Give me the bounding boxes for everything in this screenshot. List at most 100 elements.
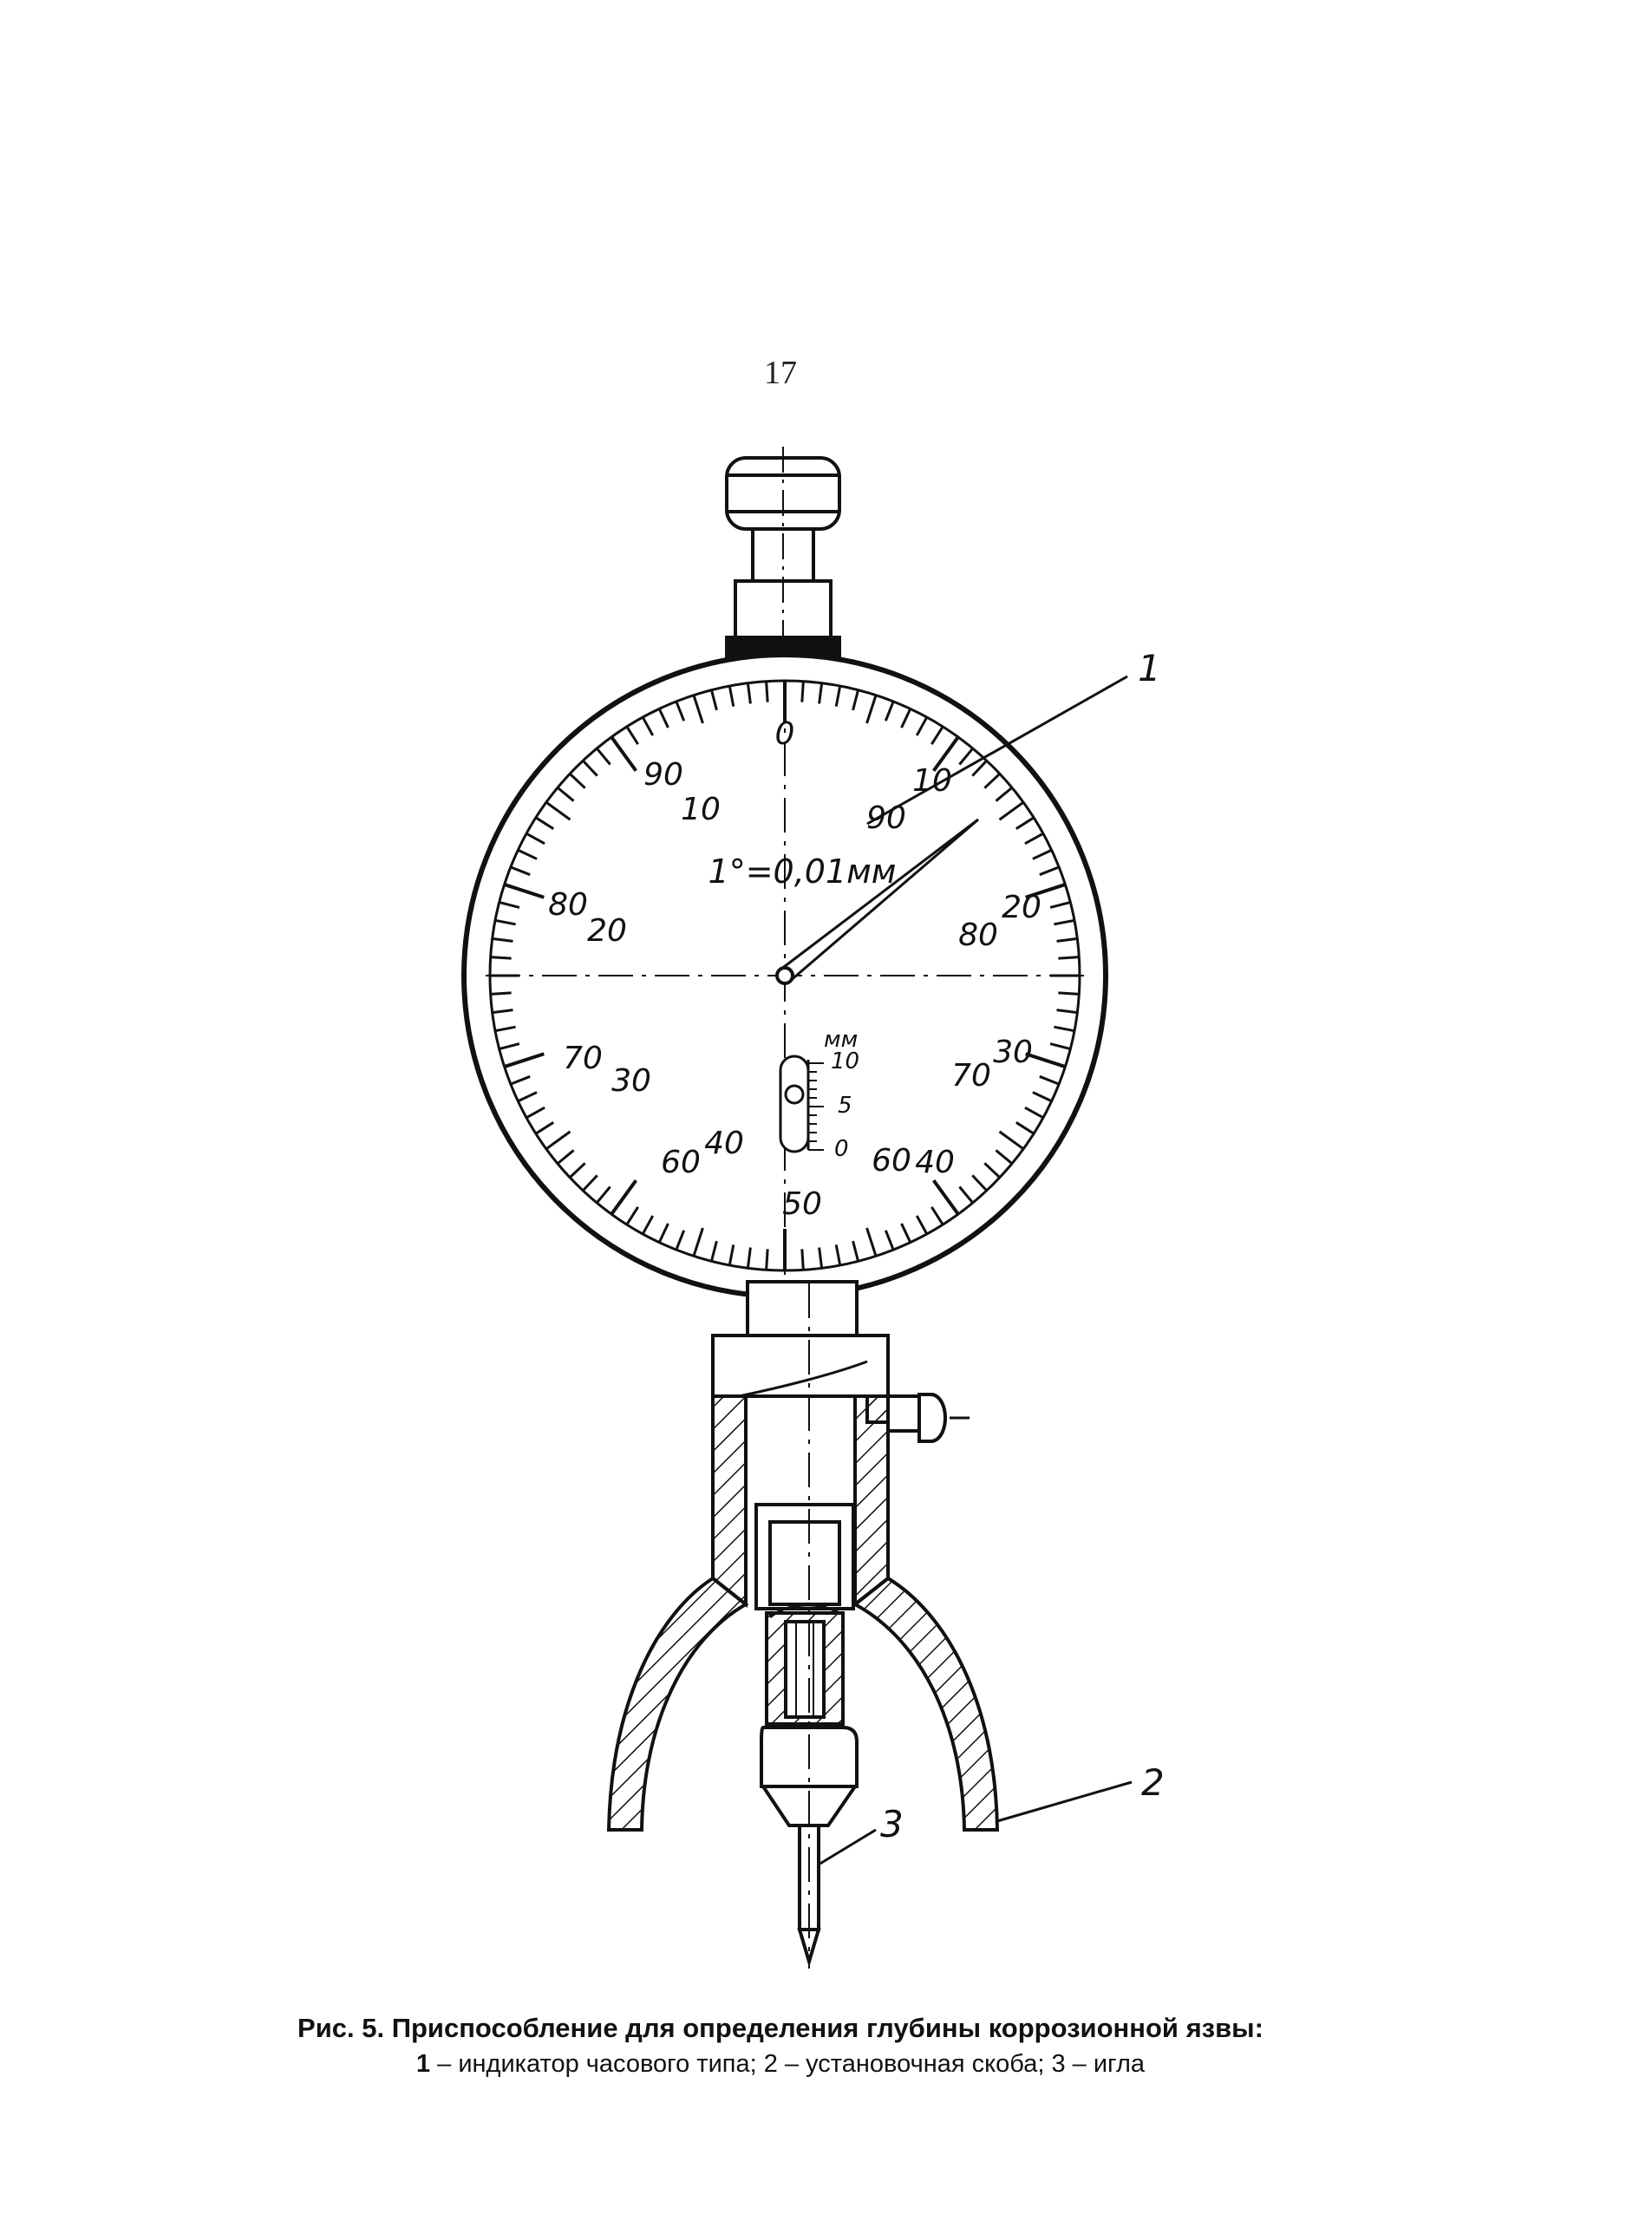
- dial-tick: [1025, 1052, 1066, 1068]
- dial-tick: [995, 787, 1013, 802]
- caption-legend: 1 – индикатор часового типа; 2 – установ…: [415, 2050, 1146, 2078]
- dial-tick: [932, 735, 960, 772]
- dial-label-40-right: 40: [915, 1145, 955, 1180]
- dial-tick: [971, 1174, 988, 1192]
- dial-tick: [958, 1185, 974, 1204]
- dial-tick: [818, 1247, 824, 1269]
- callout-1: 1: [1138, 647, 1161, 689]
- dial-tick: [834, 685, 842, 707]
- dial-tick: [499, 900, 520, 909]
- dial-tick: [1024, 1106, 1044, 1120]
- dial-label-80-right: 80: [958, 918, 998, 953]
- mm-label-0: 0: [834, 1136, 849, 1162]
- indicator-needle: [775, 818, 979, 985]
- mm-label-5: 5: [838, 1093, 852, 1119]
- dial-tick: [657, 708, 669, 728]
- dial-tick: [545, 1130, 571, 1151]
- dial-label-90-left: 90: [643, 757, 683, 793]
- dial-tick: [490, 956, 512, 960]
- dial-tick: [746, 1247, 752, 1269]
- dial-label-0: 0: [775, 716, 795, 752]
- dial-tick: [582, 760, 598, 777]
- dial-tick: [641, 716, 655, 736]
- dial-label-30-right: 30: [993, 1035, 1033, 1070]
- dial-tick: [998, 1130, 1024, 1151]
- dial-tick: [1049, 1042, 1071, 1051]
- dial-tick: [582, 1174, 598, 1192]
- dial-label-20-right: 20: [1002, 890, 1041, 925]
- dial-tick: [958, 748, 974, 766]
- dial-tick: [1024, 832, 1044, 846]
- dial-tick: [1054, 1025, 1075, 1033]
- dial-tick: [545, 800, 571, 821]
- mounting-bracket: [606, 1334, 1000, 1832]
- legend-text-2: установочная скоба: [806, 2050, 1038, 2078]
- legend-num-1: 1: [415, 2050, 431, 2078]
- dial-tick: [995, 1149, 1013, 1165]
- legend-text-1: индикатор часового типа: [458, 2050, 750, 2078]
- dial-tick: [692, 1227, 704, 1257]
- dial-tick: [641, 1215, 655, 1235]
- dial-tick: [818, 682, 824, 704]
- dial-tick: [998, 800, 1024, 821]
- dial-tick: [884, 701, 895, 722]
- dial-tick: [1039, 1074, 1060, 1086]
- dial-tick: [517, 848, 538, 860]
- legend-num-3: 3: [1051, 2050, 1066, 2078]
- scale-note: 1°=0,01мм: [708, 852, 897, 891]
- dial-tick: [930, 1206, 944, 1225]
- dial-tick: [596, 748, 611, 766]
- dial-tick: [1015, 1121, 1035, 1135]
- mm-revolution-counter: мм 10 5 0: [779, 1027, 859, 1162]
- dial-tick: [510, 865, 531, 877]
- dial-label-10-left: 10: [681, 792, 721, 827]
- figure-caption: Рис. 5. Приспособление для определения г…: [0, 2010, 1561, 2081]
- dial-tick: [915, 1215, 929, 1235]
- dial-tick: [852, 1240, 860, 1262]
- dial-tick: [625, 1206, 639, 1225]
- dial-tick: [834, 1244, 842, 1266]
- dial-tick: [1032, 1091, 1053, 1103]
- dial-tick: [709, 689, 718, 711]
- dial-tick: [610, 735, 637, 772]
- dial-tick: [932, 1179, 960, 1216]
- dial-tick: [692, 695, 704, 724]
- callout-leaders: [818, 675, 1133, 1866]
- dial-tick: [494, 918, 516, 926]
- dial-tick: [657, 1223, 669, 1244]
- dial-tick: [504, 1052, 545, 1068]
- stem: [746, 1280, 859, 1337]
- dial-tick: [610, 1179, 637, 1216]
- dial-tick: [1049, 900, 1071, 909]
- dial-tick: [492, 1009, 513, 1015]
- dial-label-20-left: 20: [587, 913, 627, 949]
- dial-tick: [504, 883, 545, 899]
- dial-tick: [1056, 1009, 1078, 1015]
- dial-tick: [852, 689, 860, 711]
- dial-tick: [983, 773, 1001, 789]
- dial-tick: [526, 832, 545, 846]
- dial-tick: [1056, 937, 1078, 943]
- dial-tick: [675, 701, 686, 722]
- dial-tick: [709, 1240, 718, 1262]
- dial-tick: [535, 1121, 554, 1135]
- dial-tick: [728, 685, 735, 707]
- dial-tick: [865, 695, 878, 724]
- dial-tick: [800, 1249, 805, 1270]
- mm-label-10: 10: [831, 1048, 859, 1074]
- dial-tick: [900, 708, 912, 728]
- callout-2: 2: [1141, 1761, 1165, 1804]
- dial-tick: [517, 1091, 538, 1103]
- dial-tick: [884, 1230, 895, 1251]
- dial-tick: [499, 1042, 520, 1051]
- dial-tick: [983, 1162, 1001, 1179]
- dial-label-60-left: 60: [661, 1145, 701, 1180]
- dial-tick: [526, 1106, 545, 1120]
- dial-tick: [569, 1162, 586, 1179]
- dial-label-50: 50: [782, 1186, 822, 1222]
- dial-tick: [1032, 848, 1053, 860]
- dial-tick: [625, 726, 639, 745]
- mm-unit: мм: [824, 1027, 858, 1053]
- dial-tick: [557, 1149, 575, 1165]
